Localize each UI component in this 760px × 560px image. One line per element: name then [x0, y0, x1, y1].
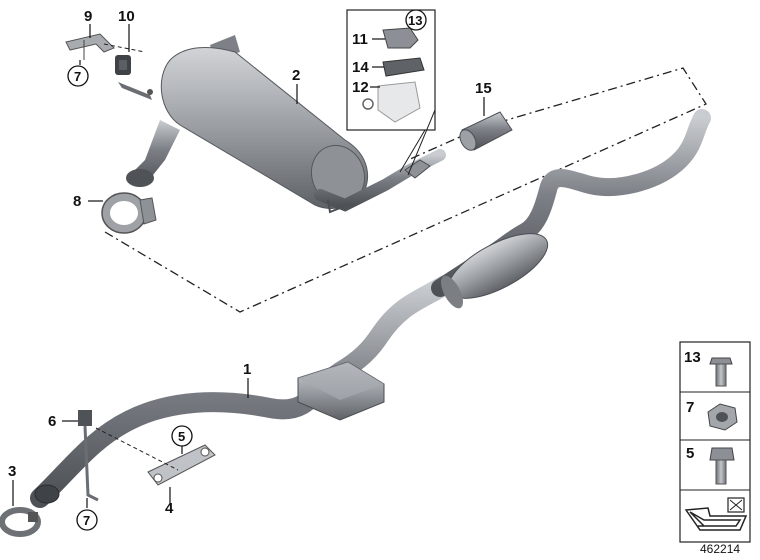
callout-5-circle — [171, 425, 193, 447]
callout-7b-circle — [76, 509, 98, 531]
assembly-hint-lines — [95, 43, 179, 471]
callout-9: 9 — [84, 8, 92, 25]
hanger-9 — [65, 33, 115, 60]
hex-bolt-icon — [709, 447, 735, 485]
front-pipe-assembly — [30, 109, 711, 508]
callout-4: 4 — [165, 500, 174, 517]
pipe-clamp-3 — [0, 507, 41, 537]
pipe-end-opening — [34, 484, 60, 504]
flange-bolt-icon — [709, 357, 733, 387]
callout-7a: 7 — [74, 69, 81, 84]
callout-6: 6 — [48, 413, 56, 430]
callout-11: 11 — [352, 31, 368, 48]
diagram-id: 462214 — [700, 542, 740, 556]
connecting-sleeve — [459, 111, 513, 151]
callout-3: 3 — [8, 463, 16, 480]
sensor-detail-box — [346, 9, 436, 176]
callout-14: 14 — [352, 59, 369, 76]
callout-5: 5 — [178, 429, 185, 444]
callout-8: 8 — [73, 193, 81, 210]
fastener-legend: 13 7 5 — [679, 341, 751, 543]
hex-nut-icon — [707, 403, 738, 431]
callout-1: 1 — [243, 361, 251, 378]
legend-row-5-label: 5 — [686, 445, 694, 462]
callout-13: 13 — [408, 13, 422, 28]
legend-row-13-label: 13 — [684, 349, 701, 366]
leader-lines — [12, 24, 485, 508]
callout-15: 15 — [475, 80, 492, 97]
callout-7b: 7 — [83, 513, 90, 528]
callout-12: 12 — [352, 79, 369, 96]
legend-row-7-label: 7 — [686, 399, 694, 416]
callout-2: 2 — [292, 67, 300, 84]
direction-arrow-icon — [684, 497, 748, 531]
callout-13-circle — [405, 9, 427, 31]
bracket-4 — [147, 444, 216, 486]
pipe-clamp-8 — [101, 192, 157, 234]
callout-10: 10 — [118, 8, 135, 25]
callouts: 1 2 3 4 5 6 7 7 8 9 10 11 13 14 12 15 — [8, 8, 492, 531]
callout-7a-circle — [67, 65, 89, 87]
rubber-mount-10 — [115, 55, 131, 75]
rubber-mount-6 — [78, 410, 99, 502]
rear-silencer — [118, 35, 446, 214]
